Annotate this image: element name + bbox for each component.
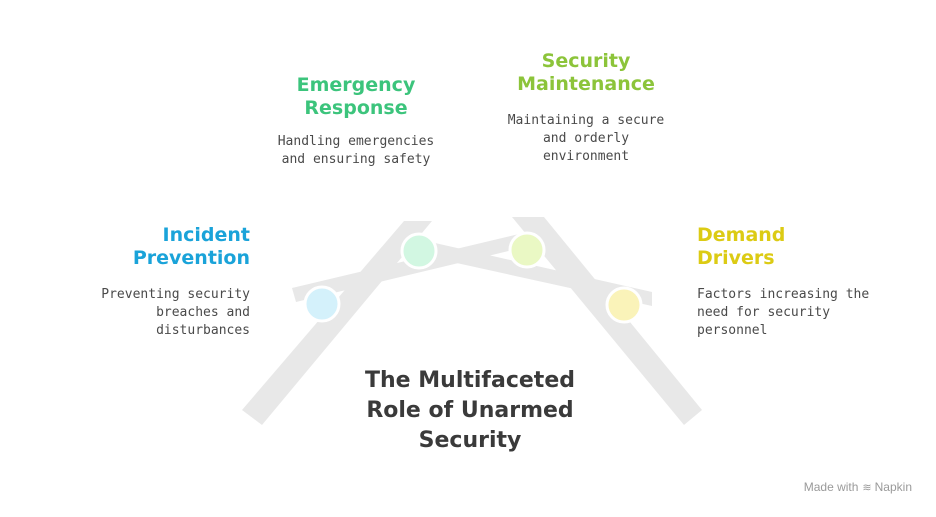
desc-line: and ensuring safety xyxy=(281,152,431,167)
desc-demand-drivers: Factors increasing the need for security… xyxy=(697,286,869,340)
desc-line: Factors increasing the xyxy=(697,287,870,302)
watermark-prefix: Made with xyxy=(803,480,859,494)
dot-incident-prevention xyxy=(303,285,341,323)
title-line: Incident xyxy=(162,224,250,246)
center-title: The Multifaceted Role of Unarmed Securit… xyxy=(330,366,610,456)
watermark: Made with≋Napkin xyxy=(804,480,912,494)
title-demand-drivers: Demand Drivers xyxy=(697,224,785,270)
beam-right-outer xyxy=(512,217,702,425)
title-line: Prevention xyxy=(132,247,250,269)
center-title-line: Security xyxy=(418,428,522,453)
title-line: Response xyxy=(304,97,408,119)
desc-line: Maintaining a secure xyxy=(507,113,665,128)
title-line: Drivers xyxy=(697,247,775,269)
desc-line: Preventing security xyxy=(101,287,250,302)
desc-line: need for security xyxy=(697,305,831,320)
title-security-maintenance: Security Maintenance xyxy=(486,50,686,96)
desc-security-maintenance: Maintaining a secure and orderly environ… xyxy=(486,112,686,166)
title-line: Maintenance xyxy=(517,73,655,95)
title-line: Demand xyxy=(697,224,786,246)
title-incident-prevention: Incident Prevention xyxy=(133,224,250,270)
watermark-brand: Napkin xyxy=(874,480,912,494)
desc-line: environment xyxy=(542,149,630,164)
desc-line: Handling emergencies xyxy=(277,134,435,149)
desc-line: breaches and xyxy=(156,305,250,320)
desc-line: and orderly xyxy=(542,131,630,146)
title-line: Emergency xyxy=(296,74,416,96)
node-dots xyxy=(303,231,643,324)
dot-demand-drivers xyxy=(605,286,643,324)
title-emergency-response: Emergency Response xyxy=(256,74,456,120)
desc-line: personnel xyxy=(697,323,768,338)
dot-emergency-response xyxy=(400,232,438,270)
desc-incident-prevention: Preventing security breaches and disturb… xyxy=(101,286,250,340)
desc-emergency-response: Handling emergencies and ensuring safety xyxy=(256,133,456,169)
dot-security-maintenance xyxy=(508,231,546,269)
center-title-line: Role of Unarmed xyxy=(366,398,574,423)
title-line: Security xyxy=(541,50,631,72)
desc-line: disturbances xyxy=(156,323,250,338)
napkin-logo-icon: ≋ xyxy=(862,482,872,494)
center-title-line: The Multifaceted xyxy=(365,368,575,393)
